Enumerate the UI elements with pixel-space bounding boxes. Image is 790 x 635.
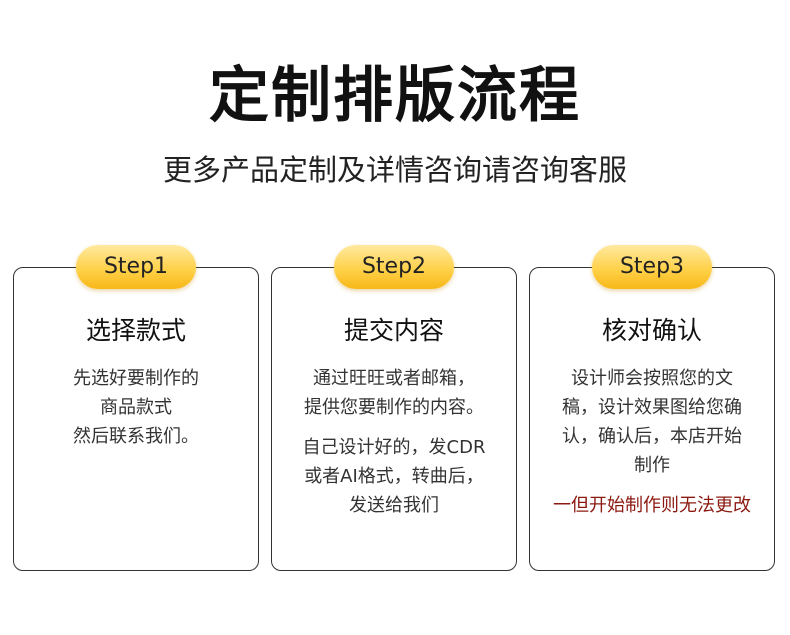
step-text: 先选好要制作的商品款式然后联系我们。 [73, 368, 199, 447]
step-body-3: 设计师会按照您的文稿，设计效果图给您确认，确认后，本店开始制作 一但开始制作则无… [538, 364, 766, 531]
step-badge-2: Step2 [334, 245, 454, 289]
page-title: 定制排版流程 [209, 61, 581, 131]
step-card-1: Step1 选择款式 先选好要制作的商品款式然后联系我们。 [13, 245, 259, 571]
step-badge-3: Step3 [592, 245, 712, 289]
step-card-3: Step3 核对确认 设计师会按照您的文稿，设计效果图给您确认，确认后，本店开始… [529, 245, 775, 571]
page-subtitle: 更多产品定制及详情咨询请咨询客服 [162, 153, 627, 187]
step-card-2: Step2 提交内容 通过旺旺或者邮箱，提供您要制作的内容。 自己设计好的，发C… [271, 245, 517, 571]
step-body-1: 先选好要制作的商品款式然后联系我们。 [22, 364, 250, 462]
step-text: 通过旺旺或者邮箱，提供您要制作的内容。 [304, 368, 484, 418]
warning-text: 一但开始制作则无法更改 [553, 495, 751, 516]
step-heading-3: 核对确认 [601, 316, 702, 345]
step-heading-2: 提交内容 [343, 316, 444, 345]
step-text: 设计师会按照您的文稿，设计效果图给您确认，确认后，本店开始制作 [562, 368, 742, 476]
step-heading-1: 选择款式 [85, 316, 186, 345]
step-badge-1: Step1 [76, 245, 196, 289]
